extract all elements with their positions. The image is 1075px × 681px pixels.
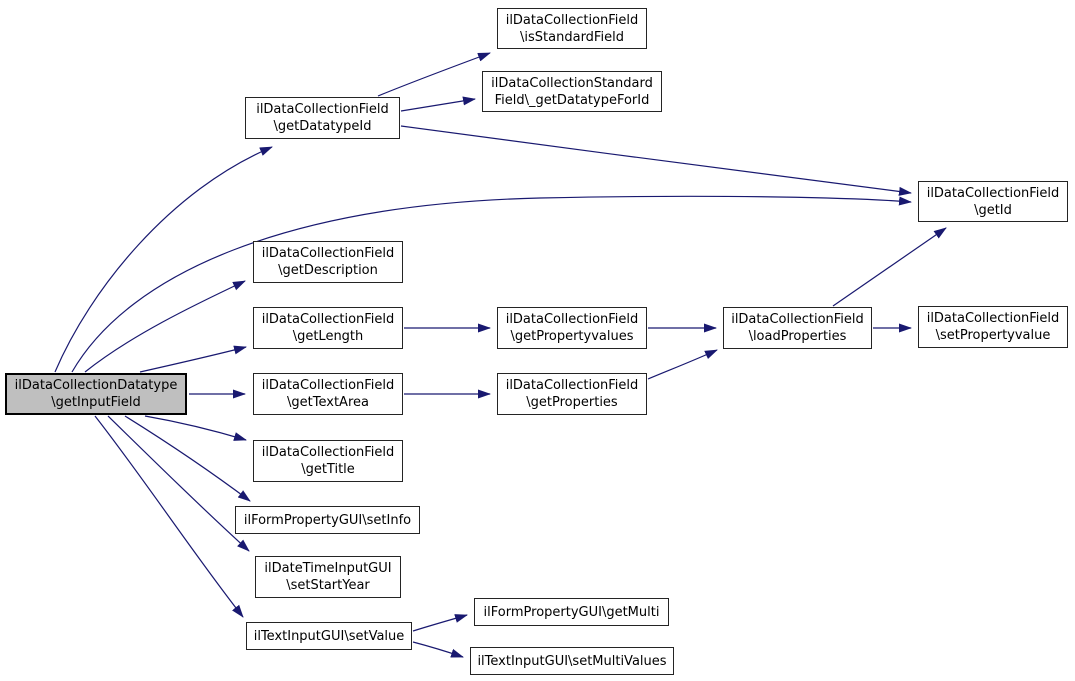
node-label: ilDataCollectionField xyxy=(261,246,395,261)
node-label: ilDataCollectionStandard xyxy=(491,75,653,91)
edge-getDatatypeId-to-isStandardField xyxy=(377,52,491,97)
node-label: \getInputField xyxy=(51,395,141,410)
node-label: \getProperties xyxy=(526,395,618,410)
edge-getInputField-to-setValue xyxy=(94,415,244,618)
node-getDescription[interactable]: ilDataCollectionField \getDescription xyxy=(253,241,403,283)
node-getId[interactable]: ilDataCollectionField\getId xyxy=(918,181,1068,222)
node-label: \getPropertyvalues xyxy=(510,329,634,344)
node-getPropertyvalues[interactable]: ilDataCollectionField \getPropertyvalues xyxy=(497,307,647,349)
node-label: \getLength xyxy=(292,329,364,344)
node-getTextArea[interactable]: ilDataCollectionField \getTextArea xyxy=(253,373,403,415)
edge-loadProperties-to-getId xyxy=(832,227,947,307)
node-label: \getId xyxy=(974,202,1012,218)
node-setStartYear[interactable]: ilDateTimeInputGUI \setStartYear xyxy=(255,556,401,598)
node-getProperties[interactable]: ilDataCollectionField \getProperties xyxy=(497,373,647,415)
node-getDatatypeId[interactable]: ilDataCollectionField \getDatatypeId xyxy=(245,97,400,139)
node-getTitle[interactable]: ilDataCollectionField \getTitle xyxy=(253,440,403,482)
edge-getInputField-to-getDatatypeId xyxy=(54,146,273,373)
node-label: Field\_getDatatypeForId xyxy=(494,92,650,108)
node-setInfo[interactable]: ilFormPropertyGUI\setInfo xyxy=(235,506,420,534)
node-loadProperties[interactable]: ilDataCollectionField \loadProperties xyxy=(723,307,872,349)
edge-getProperties-to-loadProperties xyxy=(647,349,718,380)
node-label: \loadProperties xyxy=(748,329,847,344)
node-label: ilTextInputGUI\setValue xyxy=(253,628,405,644)
node-label: \getDatatypeId xyxy=(273,119,372,134)
node-isStandardField[interactable]: ilDataCollectionField\isStandardField xyxy=(497,8,647,49)
node-label: ilDataCollectionField xyxy=(256,102,389,117)
node-label: ilDataCollectionField xyxy=(261,445,395,460)
node-setValue[interactable]: ilTextInputGUI\setValue xyxy=(246,622,412,650)
edge-getInputField-to-setStartYear xyxy=(107,415,250,552)
node-getInputField: ilDataCollectionDatatype \getInputField xyxy=(5,373,187,415)
node-setMultiValues[interactable]: ilTextInputGUI\setMultiValues xyxy=(470,647,674,675)
node-label: \getDescription xyxy=(278,263,378,278)
node-label: ilDataCollectionField xyxy=(505,312,639,327)
node-getMulti[interactable]: ilFormPropertyGUI\getMulti xyxy=(474,598,669,626)
node-label: \isStandardField xyxy=(520,29,624,45)
edge-getDatatypeId-to-getId xyxy=(400,125,912,196)
edge-getDatatypeId-to-getDatatypeForId xyxy=(400,96,476,112)
node-label: ilDataCollectionField xyxy=(261,312,395,327)
edge-getInputField-to-getId xyxy=(71,195,912,373)
node-label: ilDataCollectionField xyxy=(926,185,1060,201)
node-label: ilFormPropertyGUI\setInfo xyxy=(243,512,412,528)
edge-getInputField-to-getTitle xyxy=(144,415,247,441)
edge-getInputField-to-getLength xyxy=(139,345,247,373)
edge-getInputField-to-setInfo xyxy=(124,415,251,502)
node-label: ilDataCollectionField xyxy=(505,12,639,28)
edge-getInputField-to-getDescription xyxy=(84,280,246,373)
node-label: ilTextInputGUI\setMultiValues xyxy=(477,653,667,669)
node-label: \getTextArea xyxy=(287,395,369,410)
edge-setValue-to-getMulti xyxy=(412,614,468,632)
edge-setValue-to-setMultiValues xyxy=(412,641,464,658)
node-setPropertyvalue[interactable]: ilDataCollectionField \setPropertyvalue xyxy=(918,306,1068,348)
node-label: ilDataCollectionField xyxy=(731,312,864,327)
node-getLength[interactable]: ilDataCollectionField \getLength xyxy=(253,307,403,349)
node-label: ilDataCollectionField xyxy=(261,378,395,393)
node-label: ilDataCollectionField xyxy=(926,311,1060,326)
node-label: ilDateTimeInputGUI xyxy=(264,561,392,576)
node-label: \getTitle xyxy=(301,462,355,477)
node-label: \setStartYear xyxy=(286,578,370,593)
node-label: ilDataCollectionDatatype xyxy=(14,378,178,393)
node-label: ilFormPropertyGUI\getMulti xyxy=(483,604,660,620)
node-label: \setPropertyvalue xyxy=(935,328,1051,343)
node-label: ilDataCollectionField xyxy=(505,378,639,393)
